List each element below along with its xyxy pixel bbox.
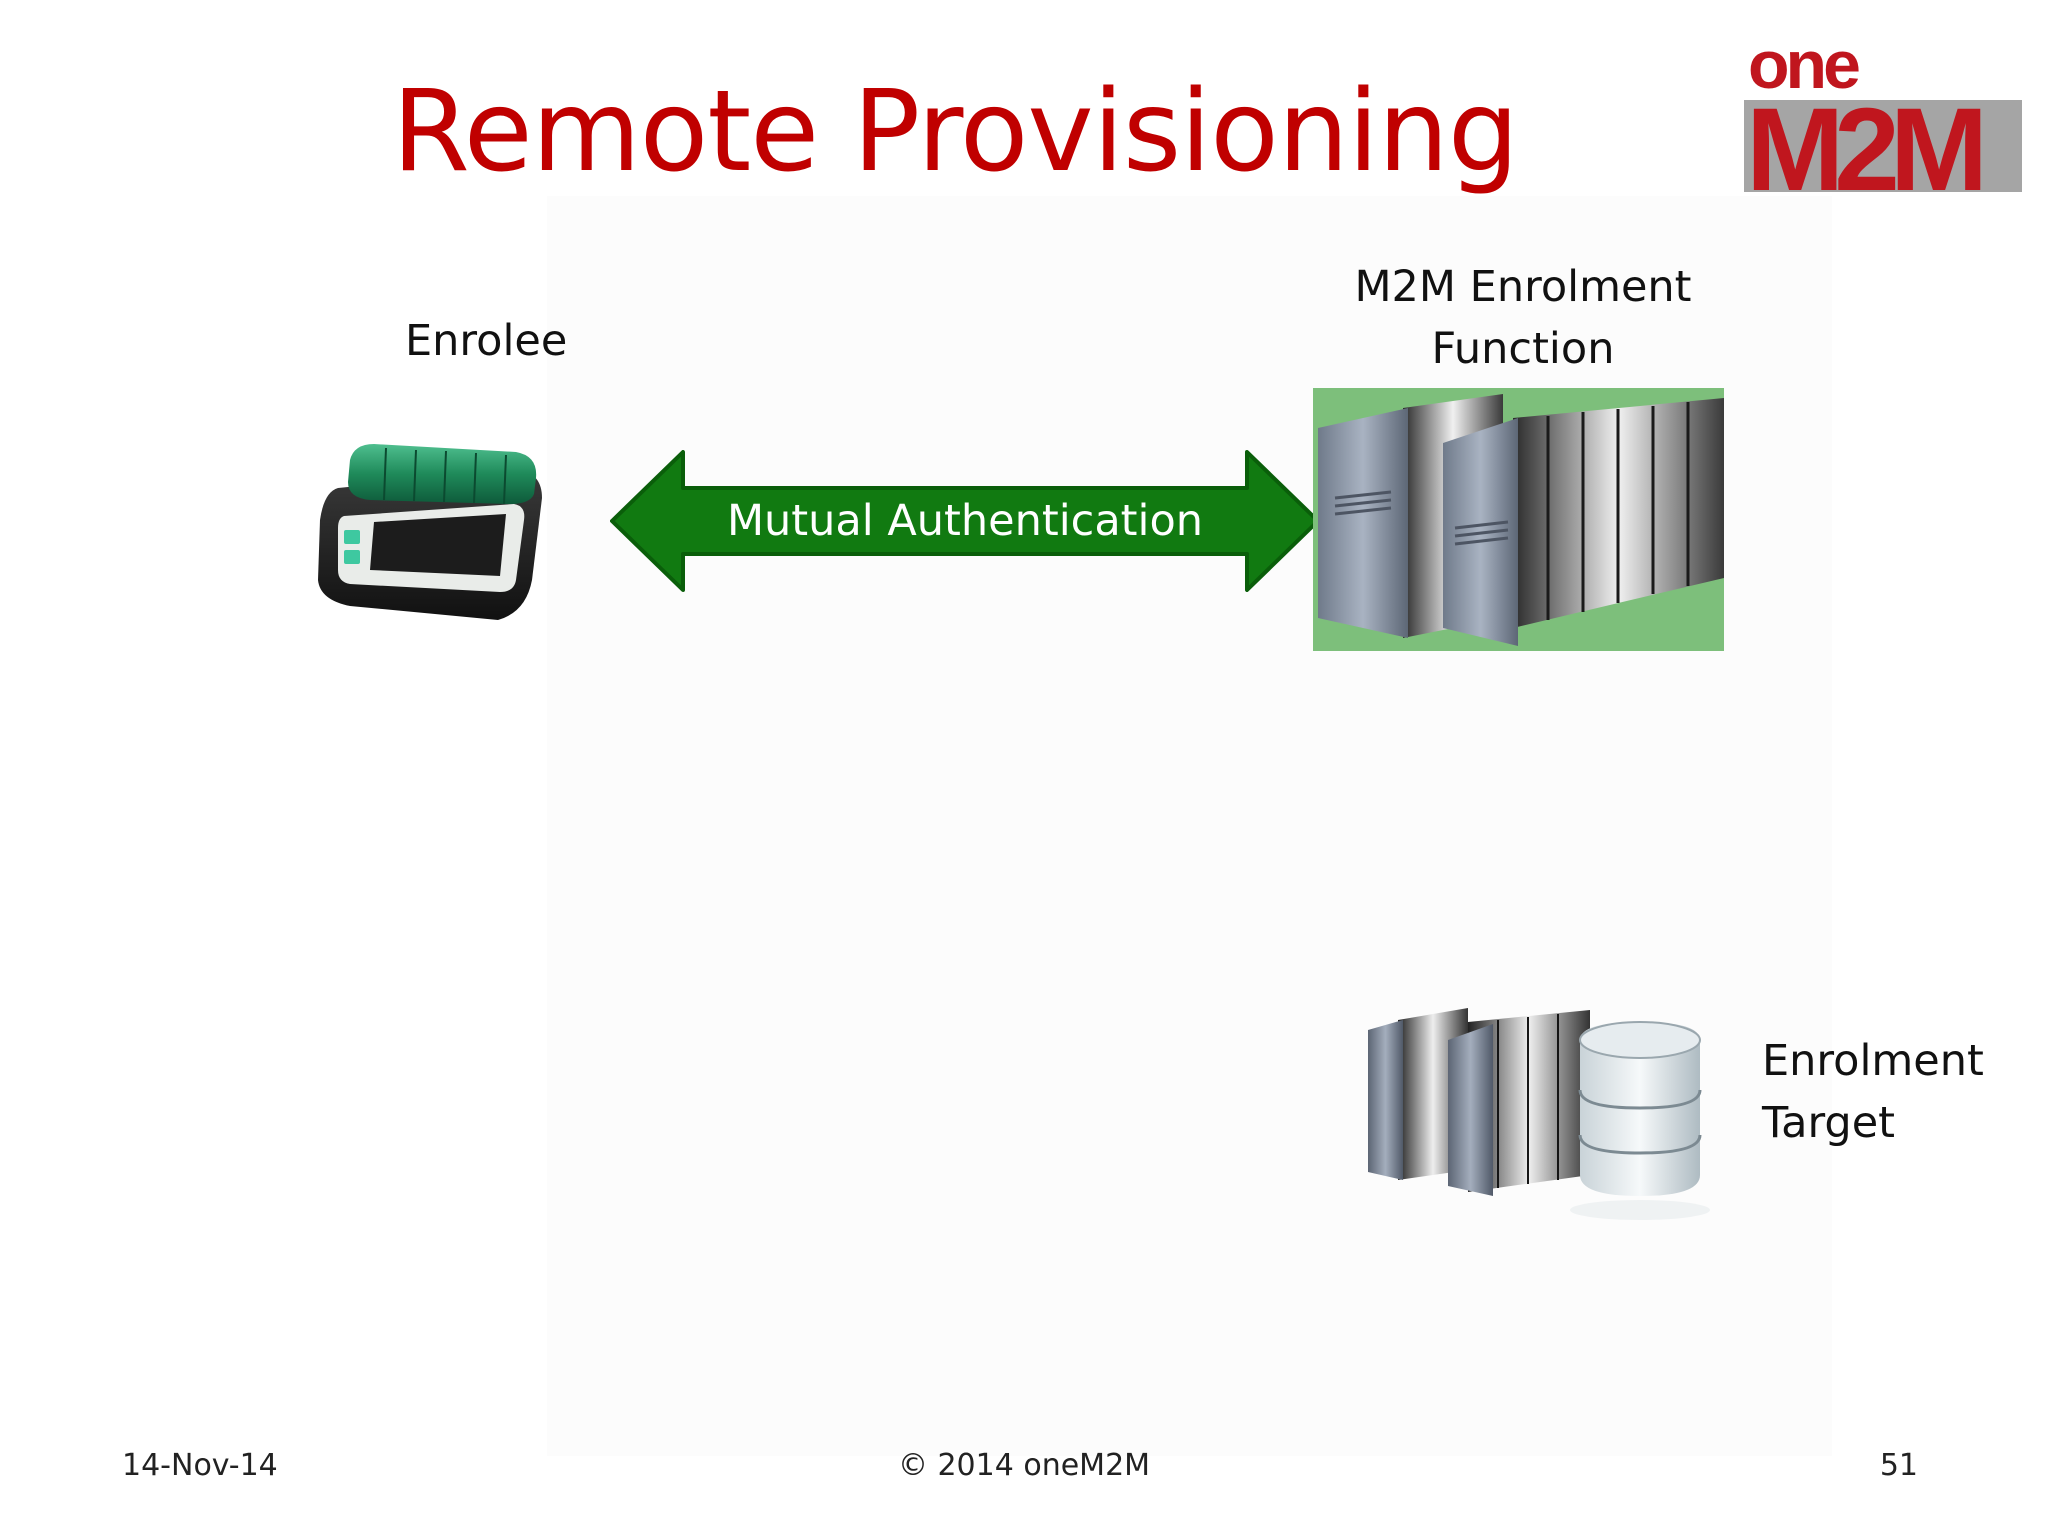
diagram-panel	[547, 196, 1832, 1456]
slide-title: Remote Provisioning	[392, 67, 1519, 197]
handheld-device-icon	[318, 444, 542, 620]
server-rack-icon	[1313, 388, 1724, 651]
onem2m-logo: one M2M	[1744, 30, 2022, 200]
mutual-authentication-label: Mutual Authentication	[726, 496, 1204, 546]
enrolment-function-label-line1: M2M Enrolment	[1354, 262, 1692, 312]
enrolment-function-label-line2: Function	[1431, 324, 1615, 374]
server-database-icon	[1368, 1008, 1710, 1220]
enrolment-target-label: Enrolment Target	[1762, 1030, 1984, 1154]
enrolee-label: Enrolee	[405, 316, 568, 366]
enrolment-function-label: M2M Enrolment Function	[1310, 256, 1736, 380]
footer-copyright: © 2014 oneM2M	[897, 1448, 1151, 1483]
footer-date: 14-Nov-14	[122, 1448, 278, 1483]
logo-gray-band	[1744, 100, 2022, 192]
logo-text-m2m: M2M	[1746, 84, 1981, 200]
logo-text-one: one	[1748, 30, 1859, 103]
enrolment-target-label-line1: Enrolment	[1762, 1036, 1984, 1086]
footer-page-number: 51	[1879, 1448, 1918, 1483]
enrolment-target-label-line2: Target	[1762, 1098, 1896, 1148]
